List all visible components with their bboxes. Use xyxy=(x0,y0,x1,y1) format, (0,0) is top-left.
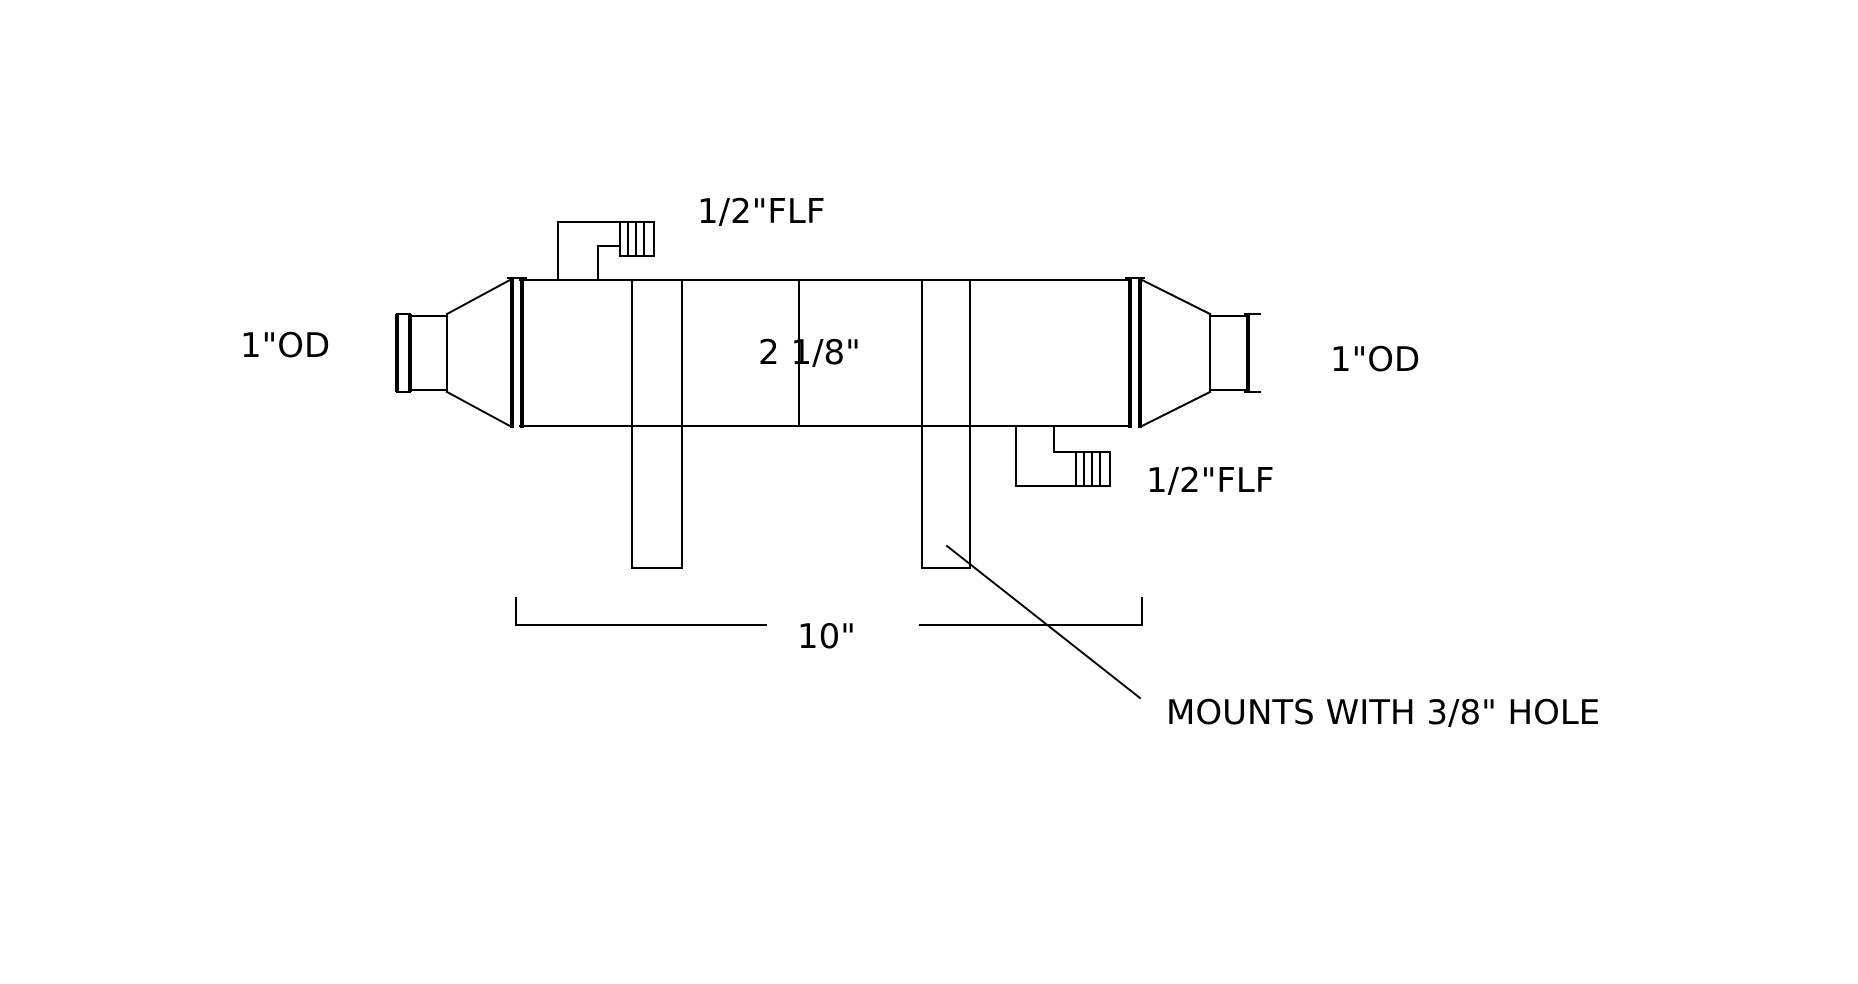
diameter-label: 2 1/8" xyxy=(758,333,861,373)
right-port-label: 1"OD xyxy=(1330,340,1420,380)
mounts-note-label: MOUNTS WITH 3/8" HOLE xyxy=(1166,693,1600,733)
left-end-flange xyxy=(507,277,527,428)
bottom-fitting-label: 1/2"FLF xyxy=(1146,461,1274,501)
left-mount-bracket xyxy=(631,279,683,569)
top-fitting-label: 1/2"FLF xyxy=(697,192,825,232)
left-cone-reducer xyxy=(445,278,512,428)
length-label: 10" xyxy=(797,617,856,657)
right-mount-bracket xyxy=(921,279,971,569)
left-port-label: 1"OD xyxy=(240,326,330,366)
exchanger-body xyxy=(519,279,1131,427)
right-cone-reducer xyxy=(1140,278,1212,428)
top-flf-fitting xyxy=(557,221,655,281)
right-end-flange xyxy=(1125,277,1145,428)
mount-leader-line xyxy=(945,544,1142,700)
left-pipe-stub xyxy=(395,313,448,393)
right-pipe-stub xyxy=(1209,313,1261,393)
length-dimension-bracket xyxy=(515,597,1143,626)
bottom-flf-fitting xyxy=(1015,425,1111,487)
